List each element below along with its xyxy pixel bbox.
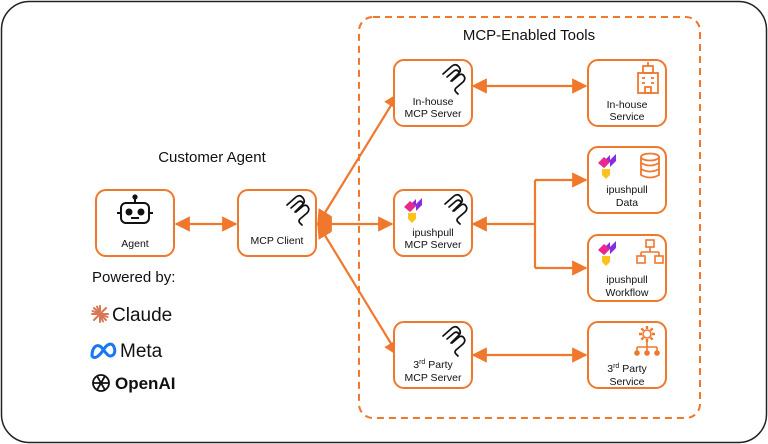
meta-brand: Meta [90,341,163,362]
inhouse-server-label-line2: MCP Server [405,108,462,120]
ipushpull-data-label-line2: Data [616,197,638,209]
meta-logo-icon [90,342,117,359]
claude-logo-icon [91,305,109,323]
robot-icon [117,194,153,224]
workflow-icon [636,239,664,264]
group-title: MCP-Enabled Tools [463,27,595,44]
ipushpull-workflow-node[interactable]: ipushpull Workflow [587,234,667,302]
ipushpull-server-label-line1: ipushpull [412,227,453,239]
powered-by-label: Powered by: [92,269,175,286]
claude-brand: Claude [91,305,172,326]
ipushpull-data-node[interactable]: ipushpull Data [587,146,667,214]
ipushpull-data-label-line1: ipushpull [606,184,647,196]
thirdparty-server-label-line1: 3rd Party [413,359,453,371]
ipushpull-workflow-label-line1: ipushpull [606,274,647,286]
thirdparty-service-label-line1: 3rd Party [607,363,647,375]
thirdparty-service-label-line2: Service [609,376,644,388]
agent-label: Agent [121,238,149,250]
meta-wordmark: Meta [120,341,163,362]
ipushpull-server-label-line2: MCP Server [405,239,462,251]
client-inhouse-connector [317,92,399,226]
thirdparty-service-node[interactable]: 3rd Party Service [587,321,667,389]
openai-wordmark: OpenAI [115,374,175,393]
gear-network-icon [634,326,660,356]
mcp-client-label: MCP Client [251,235,304,247]
section-title: Customer Agent [158,149,266,166]
mcp-client-node[interactable]: MCP Client [237,189,317,257]
agent-node[interactable]: Agent [95,189,175,257]
inhouse-mcp-server-node[interactable]: In-house MCP Server [393,59,473,127]
thirdparty-server-label-line2: MCP Server [405,372,462,384]
database-icon [640,152,660,179]
ipushpull-workflow-label-line2: Workflow [606,287,649,299]
openai-brand: OpenAI [92,374,175,393]
inhouse-service-label-line2: Service [609,111,644,123]
inhouse-server-label-line1: In-house [413,96,454,108]
thirdparty-mcp-server-node[interactable]: 3rd Party MCP Server [393,321,473,389]
connectors [174,78,588,363]
openai-logo-icon [92,374,110,392]
ipushpull-mcp-server-node[interactable]: ipushpull MCP Server [393,189,473,257]
claude-wordmark: Claude [112,305,172,326]
client-thirdparty-connector [317,222,399,357]
inhouse-service-node[interactable]: In-house Service [587,59,667,127]
building-icon [637,62,659,94]
inhouse-service-label-line1: In-house [607,99,648,111]
